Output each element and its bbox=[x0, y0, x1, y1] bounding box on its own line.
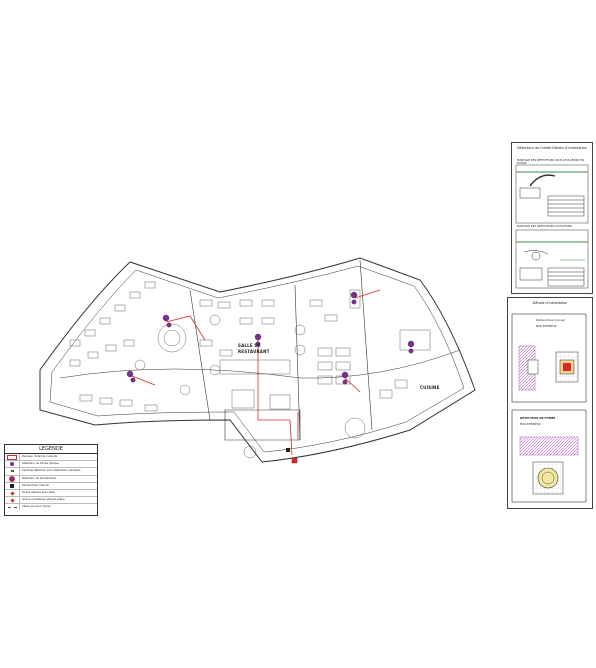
legend-title: LEGENDE bbox=[5, 445, 97, 454]
detail-panel-top: Détecteur de fumée Détails d'installatio… bbox=[511, 142, 593, 294]
legend-text: Centrale détection pour détecteurs canal… bbox=[22, 469, 81, 473]
purple-circle-icon bbox=[9, 475, 15, 482]
manual-call-point-wall-label: MUR INTÉRIEUR bbox=[536, 325, 557, 328]
smoke-detector-detail-title: DÉTECTEUR DE FUMÉE bbox=[520, 416, 556, 420]
alarm-devices bbox=[286, 448, 298, 464]
legend-row: Détecteur de température bbox=[5, 475, 97, 483]
install-detail-drawing-bottom bbox=[511, 313, 587, 503]
legend-text: Détecteur de fumée optique bbox=[22, 462, 59, 466]
red-diamond-icon bbox=[9, 498, 15, 503]
smoke-detectors bbox=[126, 291, 415, 385]
detail-section-1-label: MONTAGE DES DÉTECTEURS SOUS LE PLAFOND E… bbox=[517, 159, 584, 165]
detail-section-2-label: MONTAGE DES DÉTECTEURS AU PLAFOND bbox=[517, 225, 572, 228]
legend-row: Sirène acoustique optique sirène bbox=[5, 497, 97, 505]
red-rectangle-icon bbox=[7, 454, 17, 460]
legend-text: Sirène acoustique optique sirène bbox=[22, 498, 65, 502]
detail-panel-bottom-title: Détails d'installation bbox=[532, 301, 568, 305]
legend-row: Centrale détection pour détecteurs canal… bbox=[5, 468, 97, 476]
detail-panel-top-title: Détecteur de fumée Détails d'installatio… bbox=[517, 146, 587, 150]
smoke-detector-wall-label: MUR INTÉRIEUR bbox=[520, 423, 541, 426]
cable-runs bbox=[131, 289, 381, 456]
legend-row: Sirène optique avec flash bbox=[5, 490, 97, 498]
red-diamond-icon bbox=[9, 490, 15, 496]
room-label-cuisine: CUISINE bbox=[420, 385, 440, 390]
small-mark-icon bbox=[10, 470, 14, 473]
legend-text: Déclencheur manuel bbox=[22, 483, 49, 487]
black-square-icon bbox=[10, 483, 14, 488]
legend-box: LEGENDE Panneau d'alarme incendie Détect… bbox=[4, 444, 98, 516]
detail-panel-bottom: Détails d'installation Déclencheur manue… bbox=[507, 297, 593, 509]
room-label-salle: SALLE DE bbox=[238, 343, 261, 348]
legend-row: Déclencheur manuel bbox=[5, 482, 97, 490]
building-outline bbox=[39, 257, 476, 463]
furniture bbox=[69, 281, 431, 459]
legend-row: Détecteur de fumée optique bbox=[5, 461, 97, 469]
legend-text: Sirène optique avec flash bbox=[22, 491, 55, 495]
legend-text: Câble (en suivi mural) bbox=[22, 505, 51, 509]
install-detail-drawing-top bbox=[515, 164, 589, 289]
legend-row: Câble (en suivi mural) bbox=[5, 504, 97, 511]
room-label-restaurant: RESTAURANT bbox=[238, 349, 270, 354]
dashed-line-icon bbox=[7, 506, 17, 508]
purple-circle-icon bbox=[10, 462, 14, 467]
legend-text: Panneau d'alarme incendie bbox=[22, 455, 58, 459]
manual-call-point-title: Déclencheur manuel bbox=[536, 318, 566, 322]
legend-text: Détecteur de température bbox=[22, 476, 57, 480]
legend-row: Panneau d'alarme incendie bbox=[5, 454, 97, 462]
